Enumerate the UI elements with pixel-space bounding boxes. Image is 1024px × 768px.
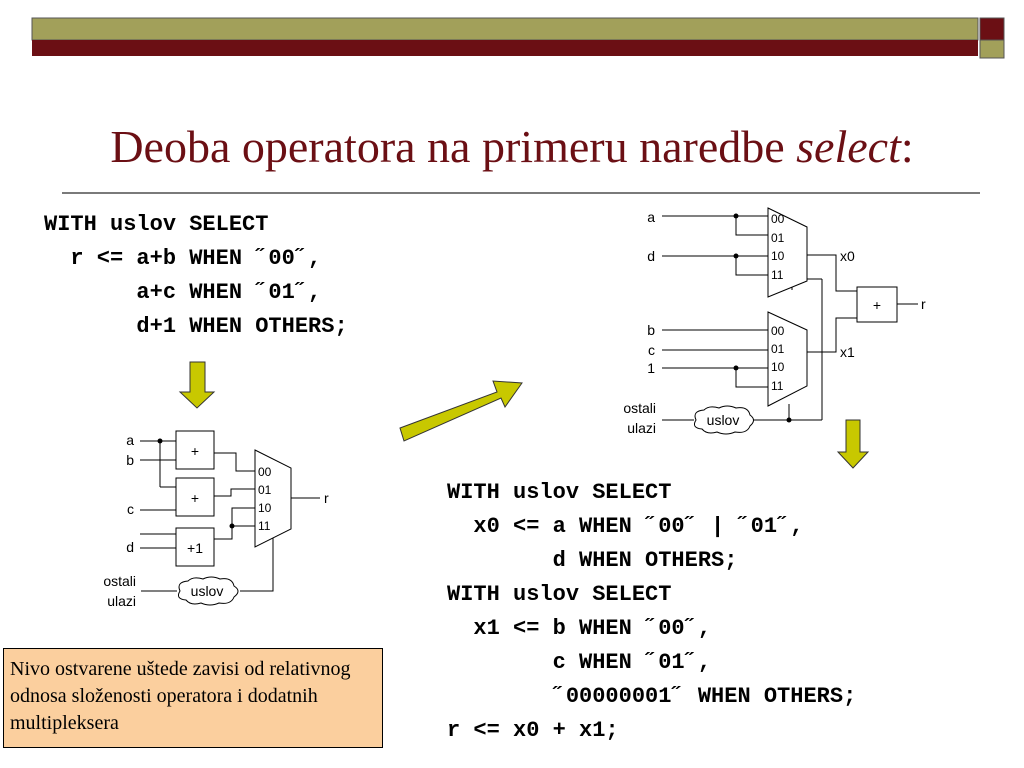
mux-input-label: 01 xyxy=(771,231,785,245)
output-label-r: r xyxy=(921,296,926,312)
code-right-line: r <= x0 + x1; xyxy=(447,718,619,743)
op-label: + xyxy=(191,490,199,506)
code-right-line: WITH uslov SELECT xyxy=(447,480,672,505)
code-right-line: d WHEN OTHERS; xyxy=(447,548,738,573)
code-right-line: WITH uslov SELECT xyxy=(447,582,672,607)
code-right-line: ˝00000001˝ WHEN OTHERS; xyxy=(447,684,857,709)
code-block-left: WITH uslov SELECT r <= a+b WHEN ˝00˝, a+… xyxy=(44,208,348,344)
input-label-c: c xyxy=(127,501,134,517)
adder-box-right xyxy=(856,286,898,323)
code-right-line: x0 <= a WHEN ˝00˝ | ˝01˝, xyxy=(447,514,804,539)
other-inputs-label: ulazi xyxy=(627,420,656,436)
other-inputs-label: ulazi xyxy=(107,593,136,609)
mux-input-label: 01 xyxy=(258,483,272,497)
adder-label: + xyxy=(873,297,881,313)
cloud-shape xyxy=(178,576,239,606)
title-italic: select xyxy=(796,121,901,172)
junction-dot xyxy=(786,417,792,423)
mux-input-label: 10 xyxy=(771,360,785,374)
output-label-r: r xyxy=(324,490,329,506)
arrow-down-left xyxy=(178,361,216,409)
mux-input-label: 11 xyxy=(258,519,271,533)
page-title: Deoba operatora na primeru naredbe selec… xyxy=(0,120,1024,173)
mux-input-label: 00 xyxy=(771,212,785,226)
junction-dot xyxy=(733,253,739,259)
title-main: Deoba operatora na primeru naredbe xyxy=(110,121,797,172)
code-left-line: WITH uslov SELECT xyxy=(44,212,269,237)
input-label-a: a xyxy=(126,432,134,448)
code-left-line: d+1 WHEN OTHERS; xyxy=(44,314,348,339)
arrow-down-right xyxy=(836,419,870,469)
cloud-shape xyxy=(694,405,754,435)
increment-box xyxy=(175,527,215,567)
output-label-x0: x0 xyxy=(840,248,855,264)
mux-input-label: 00 xyxy=(258,465,272,479)
mux-input-label: 11 xyxy=(771,268,784,282)
junction-dot xyxy=(733,365,739,371)
title-divider xyxy=(62,192,980,194)
code-left-line: r <= a+b WHEN ˝00˝, xyxy=(44,246,322,271)
other-inputs-label: ostali xyxy=(623,400,656,416)
input-label-b: b xyxy=(126,452,134,468)
select-label: uslov xyxy=(191,583,224,599)
other-inputs-label: ostali xyxy=(103,573,136,589)
code-block-right: WITH uslov SELECT x0 <= a WHEN ˝00˝ | ˝0… xyxy=(447,476,856,748)
mux-input-label: 11 xyxy=(771,379,784,393)
mux-input-label: 10 xyxy=(771,249,785,263)
code-left-line: a+c WHEN ˝01˝, xyxy=(44,280,322,305)
input-label-d: d xyxy=(647,248,655,264)
title-suffix: : xyxy=(900,121,914,172)
input-label-d: d xyxy=(126,539,134,555)
top-bar-red xyxy=(32,40,978,56)
input-label-a: a xyxy=(647,209,655,225)
select-label: uslov xyxy=(707,412,740,428)
input-label-1: 1 xyxy=(647,360,655,376)
op-label: +1 xyxy=(187,540,203,556)
op-label: + xyxy=(191,443,199,459)
code-right-line: c WHEN ˝01˝, xyxy=(447,650,712,675)
mux-input-label: 10 xyxy=(258,501,272,515)
note-box: Nivo ostvarene uštede zavisi od relativn… xyxy=(3,648,383,748)
arrow-diagonal xyxy=(399,380,523,442)
output-label-x1: x1 xyxy=(840,344,855,360)
top-decoration xyxy=(31,17,1005,59)
junction-dot xyxy=(157,438,163,444)
mux-input-label: 01 xyxy=(771,342,785,356)
mux-top xyxy=(767,207,808,298)
corner-square-olive xyxy=(979,39,1005,59)
input-label-c: c xyxy=(648,342,655,358)
adder-box xyxy=(175,477,215,517)
mux-bottom xyxy=(767,311,808,407)
junction-dot xyxy=(229,523,235,529)
mux-left xyxy=(254,449,292,548)
adder-box xyxy=(175,430,215,470)
mux-input-label: 00 xyxy=(771,324,785,338)
code-right-line: x1 <= b WHEN ˝00˝, xyxy=(447,616,712,641)
junction-dot xyxy=(733,213,739,219)
input-label-b: b xyxy=(647,322,655,338)
